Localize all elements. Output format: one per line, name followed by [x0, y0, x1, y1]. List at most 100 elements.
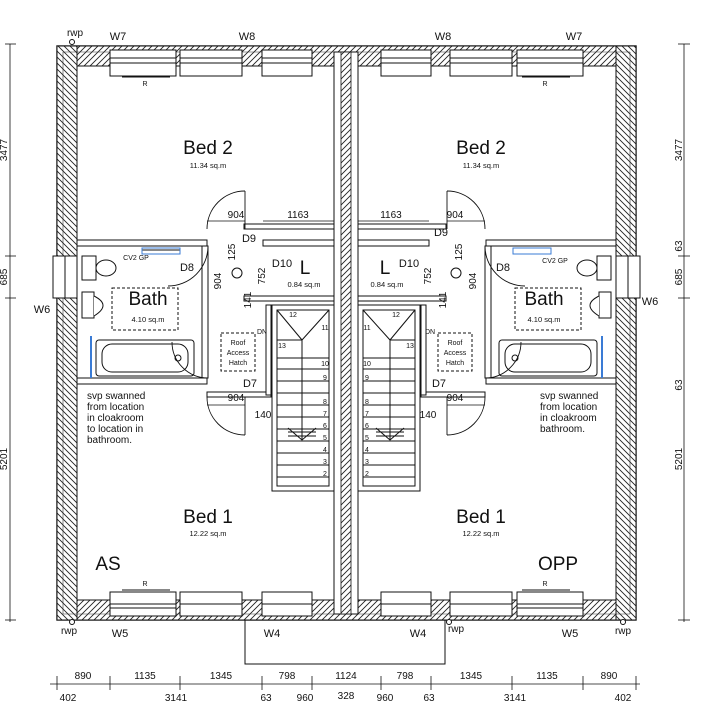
right-hatch-line3: Hatch	[446, 360, 464, 367]
internal-walls	[76, 223, 617, 398]
dim-904-right-bottom: 904	[447, 393, 464, 404]
bottom-dim-6: 798	[397, 671, 414, 682]
left-bath-area: 4.10 sq.m	[132, 315, 165, 324]
right-bed2-name: Bed 2	[456, 138, 506, 159]
bottom-dim-4: 798	[279, 671, 296, 682]
bottom-dim-8: 1135	[536, 671, 558, 682]
right-roof-hatch	[437, 332, 473, 372]
left-hatch-line3: Hatch	[229, 360, 247, 367]
label-w7-left: W7	[110, 31, 127, 43]
left-bath-fixtures	[81, 247, 195, 377]
bottom-dim-1: 890	[75, 671, 92, 682]
bottom-dim2-5: 328	[338, 691, 355, 702]
label-cv2-right: CV2 GP	[542, 258, 568, 265]
dim-904-left-top: 904	[228, 210, 245, 221]
label-d7-right: D7	[432, 378, 446, 390]
dim-752-left: 752	[257, 267, 268, 284]
radiators	[122, 76, 570, 591]
dim-904-right-top: 904	[447, 210, 464, 221]
label-r-2: R	[542, 81, 547, 88]
left-landing-area: 0.84 sq.m	[288, 280, 321, 289]
stair-right-11: 11	[363, 325, 370, 332]
label-w5-right: W5	[562, 628, 579, 640]
label-w4-left: W4	[264, 628, 281, 640]
bottom-dim-2: 1135	[134, 671, 156, 682]
label-r-4: R	[542, 581, 547, 588]
right-bath-fixtures	[498, 247, 612, 377]
bottom-dim2-3: 63	[260, 693, 272, 704]
svp-right-2: from location	[540, 402, 597, 413]
left-bed2-name: Bed 2	[183, 138, 233, 159]
right-landing-area: 0.84 sq.m	[371, 280, 404, 289]
label-d10-right: D10	[399, 258, 419, 270]
right-landing-name: L	[380, 258, 391, 279]
label-w8-left: W8	[239, 31, 256, 43]
stair-right-12: 12	[392, 312, 400, 319]
porch-outline	[244, 619, 446, 665]
dim-141-right: 141	[438, 291, 449, 308]
bottom-dim-9: 890	[601, 671, 618, 682]
label-d9-right: D9	[434, 227, 448, 239]
stair-right-3: 3	[365, 459, 369, 466]
stair-left-6: 6	[323, 423, 327, 430]
stair-right-2: 2	[365, 471, 369, 478]
bottom-dim-5: 1124	[335, 671, 357, 682]
label-r-3: R	[142, 581, 147, 588]
label-rwp-bm: rwp	[448, 624, 465, 635]
label-dn-right: DN	[425, 329, 435, 336]
svp-left-3: in cloakroom	[87, 413, 144, 424]
label-r-1: R	[142, 81, 147, 88]
left-bed2-area: 11.34 sq.m	[190, 161, 227, 170]
side-right-63-b: 63	[674, 379, 685, 391]
dim-752-right: 752	[423, 267, 434, 284]
rwp-bm-marker	[446, 619, 452, 625]
svp-left-4: to location in	[87, 424, 143, 435]
label-rwp-br: rwp	[615, 626, 632, 637]
stair-right-4: 4	[365, 447, 369, 454]
bottom-dim2-9: 402	[615, 693, 632, 704]
right-staircase	[357, 304, 421, 492]
dim-904-left-vert: 904	[213, 272, 224, 289]
rwp-br-marker	[620, 619, 626, 625]
right-bed1-name: Bed 1	[456, 507, 506, 528]
dim-1163-left: 1163	[287, 210, 309, 221]
window-openings	[52, 49, 641, 617]
right-hatch-line1: Roof	[448, 340, 463, 347]
stair-left-2: 2	[323, 471, 327, 478]
stair-right-9: 9	[365, 375, 369, 382]
svp-left-5: bathroom.	[87, 435, 132, 446]
stair-left-11: 11	[321, 325, 328, 332]
label-rwp-bl: rwp	[61, 626, 78, 637]
label-d8-left: D8	[180, 262, 194, 274]
right-bed1-area: 12.22 sq.m	[462, 529, 499, 538]
stair-left-8: 8	[323, 399, 327, 406]
label-w6-right: W6	[642, 296, 659, 308]
bottom-dim2-6: 960	[377, 693, 394, 704]
dim-140-left: 140	[255, 410, 272, 421]
bottom-dim2-7: 63	[423, 693, 435, 704]
side-left-3477: 3477	[0, 138, 10, 161]
bottom-dim2-1: 402	[60, 693, 77, 704]
stair-left-7: 7	[323, 411, 327, 418]
side-right-5201: 5201	[674, 447, 685, 470]
dim-141-left: 141	[243, 291, 254, 308]
stair-right-6: 6	[365, 423, 369, 430]
label-w7-right: W7	[566, 31, 583, 43]
right-bath-area: 4.10 sq.m	[528, 315, 561, 324]
stair-right-10: 10	[363, 361, 371, 368]
bottom-dim2-4: 960	[297, 693, 314, 704]
dim-125-left: 125	[227, 243, 238, 260]
rwp-bl-marker	[69, 619, 75, 625]
right-plot-label: OPP	[538, 554, 578, 575]
label-d8-right: D8	[496, 262, 510, 274]
stair-right-7: 7	[365, 411, 369, 418]
label-w4-right: W4	[410, 628, 427, 640]
left-hatch-line1: Roof	[231, 340, 246, 347]
label-d7-left: D7	[243, 378, 257, 390]
dim-904-left-bottom: 904	[228, 393, 245, 404]
label-w5-left: W5	[112, 628, 129, 640]
side-right-3477: 3477	[674, 138, 685, 161]
stair-left-12: 12	[289, 312, 297, 319]
left-bed1-name: Bed 1	[183, 507, 233, 528]
left-bed1-area: 12.22 sq.m	[189, 529, 226, 538]
